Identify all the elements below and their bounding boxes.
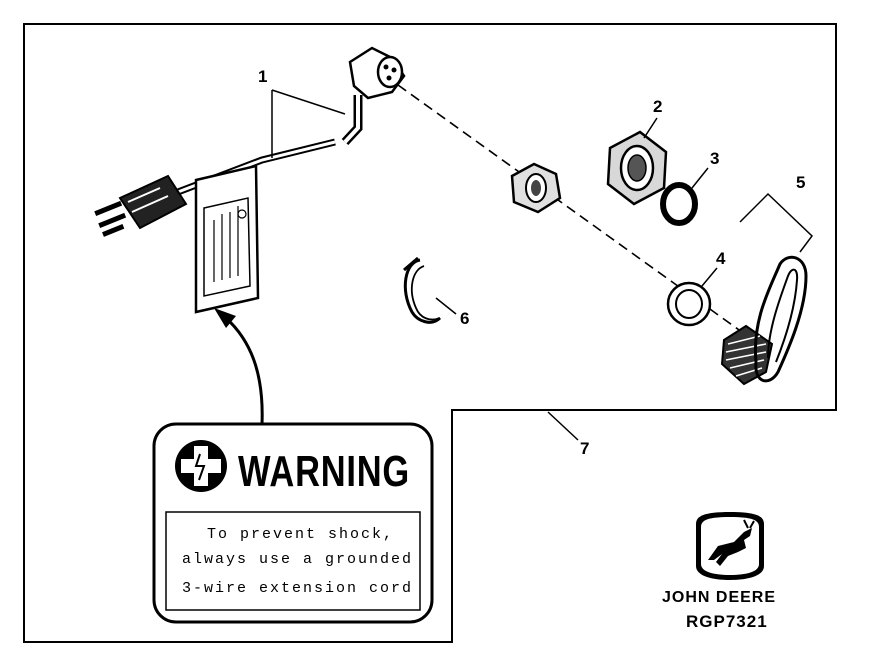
callout-5: 5 — [796, 173, 805, 192]
callout-2: 2 — [653, 97, 662, 116]
warning-title: WARNING — [238, 447, 410, 496]
deer-logo-icon — [696, 512, 764, 580]
washer-part-4 — [666, 281, 712, 327]
warning-line-2: always use a grounded — [182, 551, 413, 568]
gasket-part-3 — [660, 182, 698, 226]
callout-1: 1 — [258, 67, 267, 86]
callout-3: 3 — [710, 149, 719, 168]
pointer-arrowhead — [214, 308, 236, 328]
leader-line-6 — [435, 297, 457, 315]
leader-line-2 — [643, 117, 658, 139]
heater-cord-part-1 — [94, 46, 406, 314]
shock-hazard-icon — [175, 440, 227, 492]
leader-line-4 — [701, 267, 718, 287]
heater-element-part-5 — [720, 255, 808, 386]
callout-7: 7 — [580, 439, 589, 458]
leader-line-1a — [271, 89, 346, 115]
warning-line-3: 3-wire extension cord — [182, 580, 413, 597]
brand-code: RGP7321 — [686, 612, 768, 631]
leader-line-7 — [547, 411, 579, 441]
diagram-frame — [23, 23, 837, 643]
brand-name: JOHN DEERE — [662, 589, 776, 606]
warning-decal: WARNING To prevent shock, always use a g… — [152, 422, 434, 624]
callout-6: 6 — [460, 309, 469, 328]
warning-line-1: To prevent shock, — [207, 526, 394, 543]
small-hex-nut — [510, 162, 562, 214]
hex-nut-part-2 — [606, 130, 668, 206]
retaining-clip-part-6 — [403, 256, 442, 324]
leader-line-5 — [739, 192, 813, 253]
leader-line-3 — [691, 167, 709, 189]
pointer-arrow — [224, 316, 264, 425]
callout-4: 4 — [716, 249, 726, 268]
